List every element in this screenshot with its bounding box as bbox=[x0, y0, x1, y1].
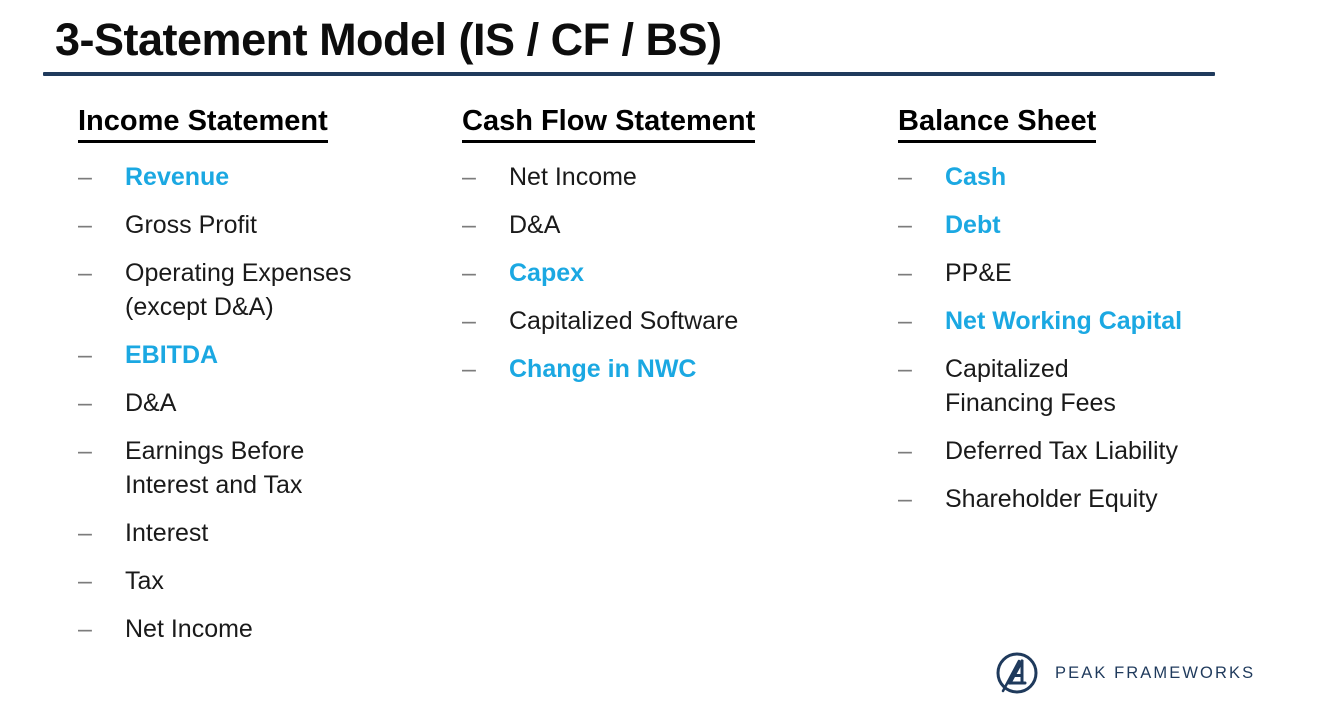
list-item: – D&A bbox=[462, 208, 862, 242]
list-item: – Net Working Capital bbox=[898, 304, 1298, 338]
list-item-label: D&A bbox=[125, 388, 177, 417]
list-item: – Debt bbox=[898, 208, 1298, 242]
list-item-label: Tax bbox=[125, 566, 164, 595]
dash-icon: – bbox=[898, 484, 912, 513]
dash-icon: – bbox=[898, 210, 912, 239]
title-divider bbox=[43, 71, 1215, 76]
dash-icon: – bbox=[78, 388, 92, 417]
list-item-label: Net Income bbox=[125, 614, 253, 643]
list-item: – Interest bbox=[78, 516, 448, 550]
list-item: – EBITDA bbox=[78, 338, 448, 372]
title-block: 3-Statement Model (IS / CF / BS) bbox=[43, 14, 1218, 76]
dash-icon: – bbox=[462, 162, 476, 191]
peak-frameworks-logo: PEAK FRAMEWORKS bbox=[992, 648, 1255, 698]
list-item-label: Interest bbox=[125, 518, 209, 547]
list-item: – Cash bbox=[898, 160, 1298, 194]
list-item: – PP&E bbox=[898, 256, 1298, 290]
list-item-label: Shareholder Equity bbox=[945, 484, 1158, 513]
list-item-label: Capex bbox=[509, 258, 585, 287]
dash-icon: – bbox=[462, 306, 476, 335]
list-item: – Capitalized Software bbox=[462, 304, 862, 338]
list-item-label: Net Income bbox=[509, 162, 637, 191]
column-balance-sheet: Balance Sheet – Cash – Debt – PP&E – Net… bbox=[898, 104, 1298, 530]
list-item: – Capex bbox=[462, 256, 862, 290]
list-item: – Revenue bbox=[78, 160, 448, 194]
list-item-label: Earnings Before Interest and Tax bbox=[125, 436, 305, 499]
list-item: – Tax bbox=[78, 564, 448, 598]
list-item-label: Revenue bbox=[125, 162, 230, 191]
statement-columns: Income Statement – Revenue – Gross Profi… bbox=[0, 104, 1334, 664]
dash-icon: – bbox=[78, 566, 92, 595]
dash-icon: – bbox=[78, 258, 92, 287]
item-list: – Cash – Debt – PP&E – Net Working Capit… bbox=[898, 160, 1298, 516]
dash-icon: – bbox=[462, 210, 476, 239]
dash-icon: – bbox=[78, 614, 92, 643]
list-item: – Shareholder Equity bbox=[898, 482, 1298, 516]
column-cash-flow-statement: Cash Flow Statement – Net Income – D&A –… bbox=[462, 104, 862, 400]
dash-icon: – bbox=[462, 258, 476, 287]
dash-icon: – bbox=[898, 354, 912, 383]
list-item: – Earnings Before Interest and Tax bbox=[78, 434, 448, 502]
list-item-label: Operating Expenses (except D&A) bbox=[125, 258, 352, 321]
dash-icon: – bbox=[78, 518, 92, 547]
dash-icon: – bbox=[78, 162, 92, 191]
page-title: 3-Statement Model (IS / CF / BS) bbox=[55, 14, 722, 65]
list-item-label: PP&E bbox=[945, 258, 1012, 287]
list-item: – Capitalized Financing Fees bbox=[898, 352, 1298, 420]
dash-icon: – bbox=[898, 306, 912, 335]
list-item-label: Cash bbox=[945, 162, 1007, 191]
column-income-statement: Income Statement – Revenue – Gross Profi… bbox=[78, 104, 448, 660]
list-item-label: Debt bbox=[945, 210, 1001, 239]
list-item: – Net Income bbox=[78, 612, 448, 646]
dash-icon: – bbox=[462, 354, 476, 383]
dash-icon: – bbox=[78, 340, 92, 369]
list-item: – D&A bbox=[78, 386, 448, 420]
column-heading: Income Statement bbox=[78, 104, 328, 143]
list-item: – Gross Profit bbox=[78, 208, 448, 242]
logo-wordmark: PEAK FRAMEWORKS bbox=[1055, 663, 1256, 682]
dash-icon: – bbox=[78, 210, 92, 239]
dash-icon: – bbox=[898, 436, 912, 465]
dash-icon: – bbox=[898, 258, 912, 287]
column-heading: Cash Flow Statement bbox=[462, 104, 756, 143]
column-heading: Balance Sheet bbox=[898, 104, 1097, 143]
list-item: – Net Income bbox=[462, 160, 862, 194]
list-item-label: EBITDA bbox=[125, 340, 219, 369]
list-item: – Operating Expenses (except D&A) bbox=[78, 256, 448, 324]
list-item-label: Capitalized Software bbox=[509, 306, 739, 335]
list-item-label: Capitalized Financing Fees bbox=[945, 354, 1116, 417]
list-item: – Deferred Tax Liability bbox=[898, 434, 1298, 468]
item-list: – Net Income – D&A – Capex – Capitalized… bbox=[462, 160, 862, 386]
list-item-label: Change in NWC bbox=[509, 354, 697, 383]
list-item-label: D&A bbox=[509, 210, 561, 239]
list-item-label: Deferred Tax Liability bbox=[945, 436, 1178, 465]
peak-frameworks-mark-icon bbox=[996, 652, 1038, 694]
list-item-label: Gross Profit bbox=[125, 210, 257, 239]
list-item: – Change in NWC bbox=[462, 352, 862, 386]
dash-icon: – bbox=[78, 436, 92, 465]
item-list: – Revenue – Gross Profit – Operating Exp… bbox=[78, 160, 448, 646]
list-item-label: Net Working Capital bbox=[945, 306, 1183, 335]
dash-icon: – bbox=[898, 162, 912, 191]
